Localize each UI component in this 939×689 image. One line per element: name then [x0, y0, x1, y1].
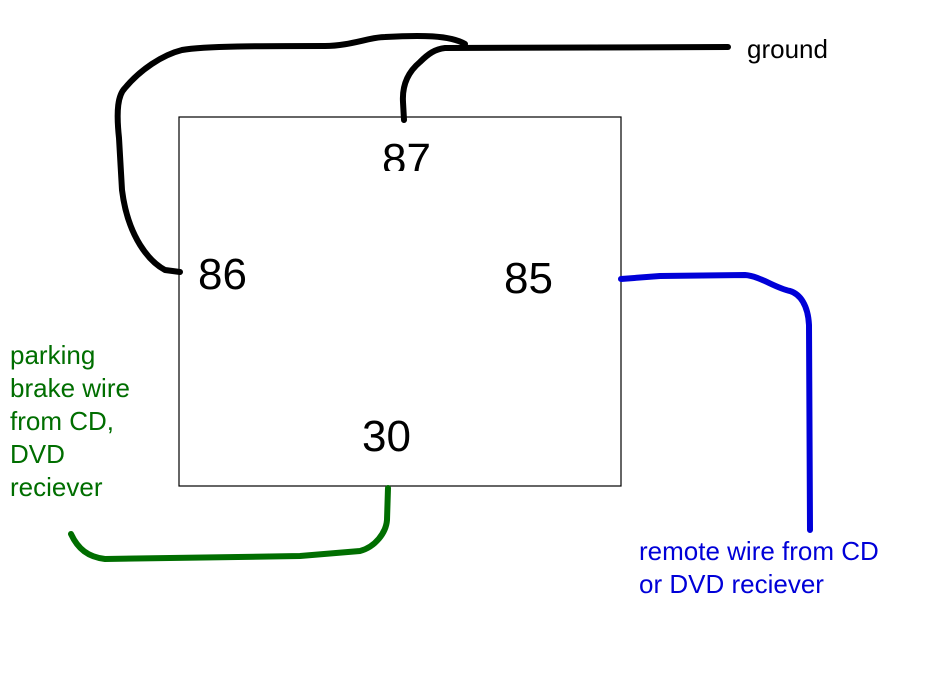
ground-label: ground — [747, 34, 828, 64]
relay-box — [178, 116, 622, 487]
remote-wire-label: remote wire from CD or DVD reciever — [639, 535, 879, 601]
parking-brake-line-4: DVD — [10, 439, 65, 469]
parking-brake-label: parking brake wire from CD, DVD reciever — [10, 339, 130, 504]
ground-wire-87 — [399, 44, 731, 123]
pin-30-label: 30 — [362, 412, 411, 461]
pin-85-label: 85 — [504, 254, 553, 303]
ground-wire-86 — [114, 32, 468, 275]
remote-line-1: remote wire from CD — [639, 536, 879, 566]
parking-brake-line-1: parking — [10, 340, 96, 370]
remote-line-2: or DVD reciever — [639, 569, 824, 599]
pin-86-label: 86 — [198, 250, 247, 299]
pin-87-label: 87 — [382, 138, 431, 171]
parking-brake-line-5: reciever — [10, 472, 103, 502]
remote-wire — [618, 272, 813, 533]
parking-brake-line-2: brake wire — [10, 373, 130, 403]
parking-brake-wire — [68, 485, 391, 562]
parking-brake-line-3: from CD, — [10, 406, 114, 436]
